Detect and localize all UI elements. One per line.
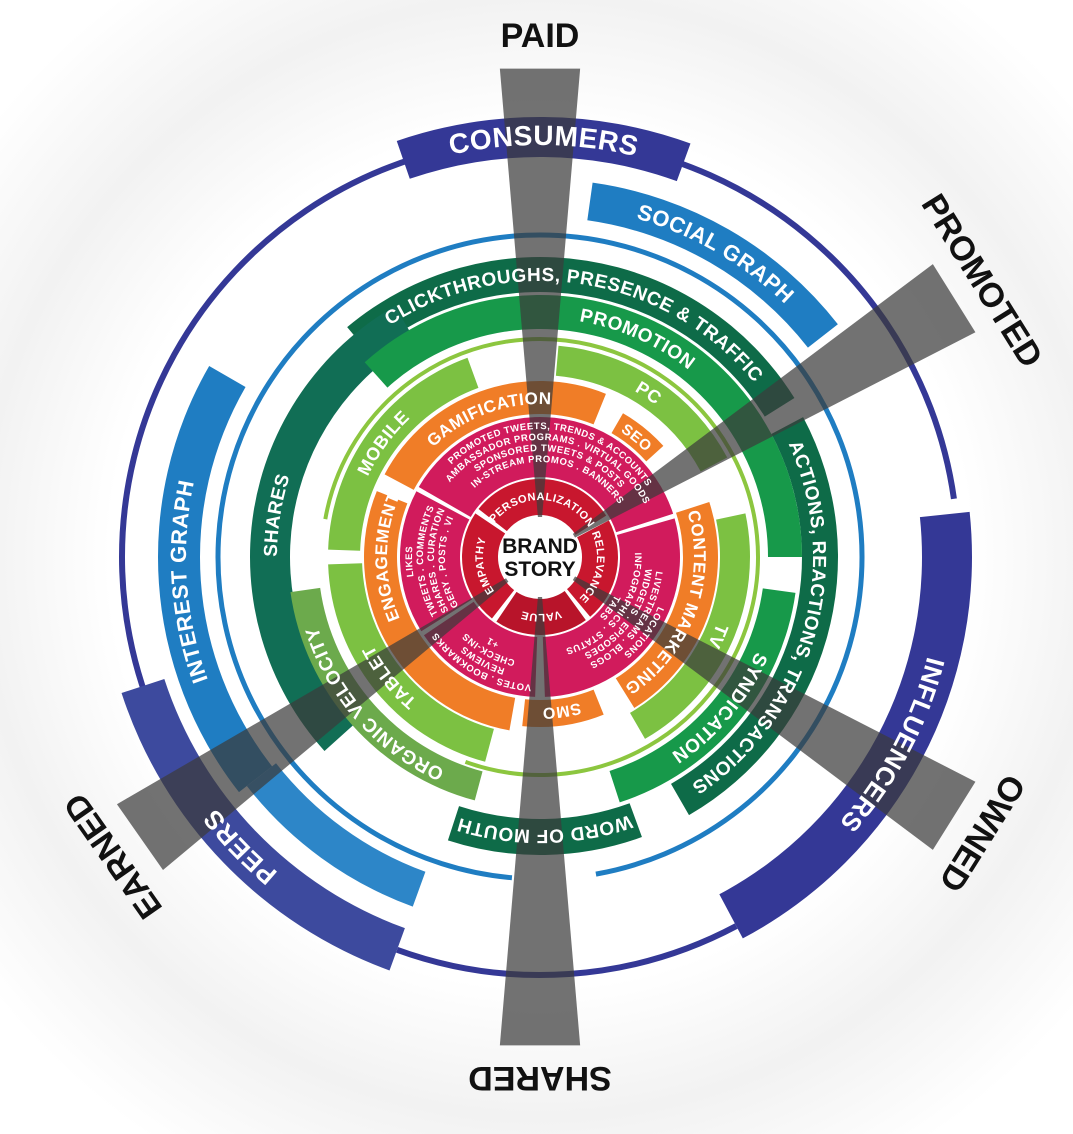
tactic-earned-line: LIKES [404,546,416,578]
beam-owned [572,576,976,850]
beam-earned [116,578,509,870]
tactic-shared-line: +1 [485,634,501,650]
center-title-line2: STORY [504,558,575,581]
segment-earned-tactics [400,491,473,632]
label-smo: SMO [542,699,583,721]
segment-clickthroughs [347,257,795,417]
label-core-value: VALUE [519,608,562,623]
segment-engagement [364,491,516,731]
segment-seo [611,413,664,462]
segment-influencers [719,511,973,939]
center-circle [500,517,580,597]
segment-shares [250,305,415,752]
segment-promotion [364,294,802,557]
segment-social-graph [587,182,838,348]
center-title-line1: BRAND [502,535,578,558]
label-core-value-text: VALUE [519,608,562,623]
segment-core-value [462,513,515,619]
segment-interest-graph [158,366,273,793]
segment-peers [121,679,405,971]
segment-peers-graph [246,763,426,907]
segment-pc [555,345,728,472]
label-smo-text: SMO [542,699,582,721]
segment-content-marketing [615,501,719,708]
media-beams [116,68,976,1046]
beam-shared [499,596,581,1046]
beam-paid [499,68,581,518]
beam-promoted [572,264,976,538]
label-paid: PAID [501,17,580,55]
segment-tablet [328,563,494,762]
segment-syndication [609,588,796,803]
segment-tv [630,513,750,739]
segment-actions [671,417,839,816]
tactic-shared-line-text: +1 [485,634,501,650]
segment-paid-tactics [418,417,674,533]
tactic-earned-line-text: LIKES [404,546,416,578]
label-shared: SHARED [468,1059,612,1097]
segment-mobile [328,357,479,551]
